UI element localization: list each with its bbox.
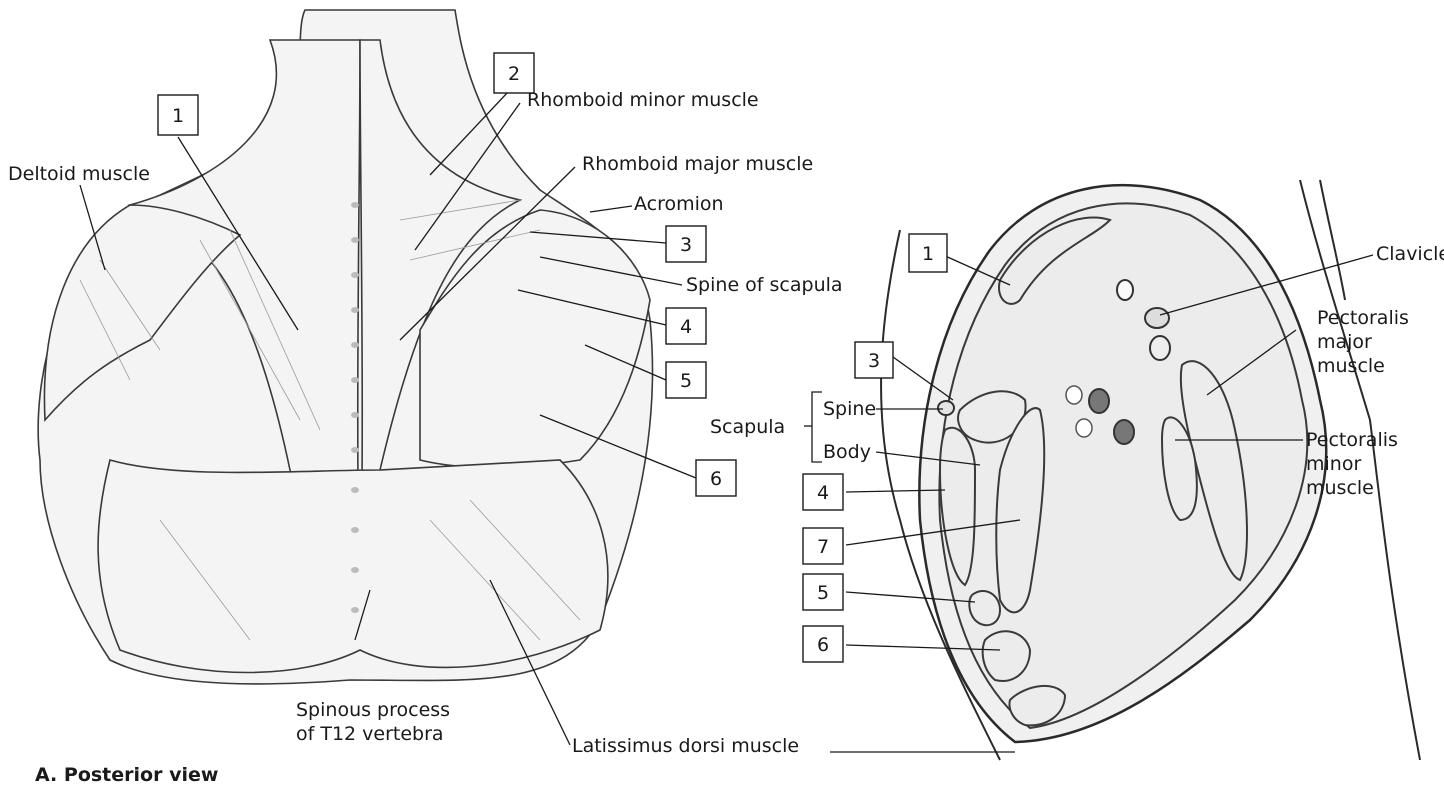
section-box-3-number: 3 — [868, 350, 880, 372]
posterior-box-5: 5 — [666, 362, 706, 398]
section-box-6-number: 6 — [817, 634, 829, 656]
posterior-view-illustration — [38, 10, 652, 684]
section-box-6: 6 — [803, 626, 843, 662]
posterior-box-4-number: 4 — [680, 316, 692, 338]
label-deltoid-muscle: Deltoid muscle — [8, 163, 150, 185]
section-vessel-2 — [1114, 420, 1134, 444]
posterior-box-3: 3 — [666, 226, 706, 262]
section-box-1: 1 — [909, 234, 947, 272]
section-box-1-number: 1 — [922, 243, 934, 265]
posterior-box-4: 4 — [666, 308, 706, 344]
label-spinous-process-line2: of T12 vertebra — [296, 723, 444, 745]
label-pectoralis-minor-line2: minor — [1306, 453, 1361, 475]
section-box-7: 7 — [803, 528, 843, 564]
label-spine: Spine — [823, 398, 876, 420]
label-body: Body — [823, 441, 871, 463]
posterior-box-2-number: 2 — [508, 63, 520, 85]
posterior-box-6: 6 — [696, 460, 736, 496]
posterior-box-1-number: 1 — [172, 105, 184, 127]
caption-posterior-view: A. Posterior view — [35, 764, 218, 786]
section-box-4: 4 — [803, 474, 843, 510]
section-clavicle — [1145, 308, 1169, 328]
label-pectoralis-minor-line3: muscle — [1306, 477, 1374, 499]
label-pectoralis-minor-line1: Pectoralis — [1306, 429, 1398, 451]
label-spinous-process-line1: Spinous process — [296, 699, 450, 721]
section-box-7-number: 7 — [817, 536, 829, 558]
label-pectoralis-major-line1: Pectoralis — [1317, 307, 1409, 329]
section-vessel-1 — [1089, 389, 1109, 413]
label-pectoralis-major-line2: major — [1317, 331, 1372, 353]
label-rhomboid-minor: Rhomboid minor muscle — [527, 89, 759, 111]
label-scapula: Scapula — [710, 416, 785, 438]
posterior-box-3-number: 3 — [680, 234, 692, 256]
section-box-5: 5 — [803, 574, 843, 610]
label-clavicle: Clavicle — [1376, 243, 1444, 265]
posterior-box-6-number: 6 — [710, 468, 722, 490]
section-scapular-spine — [938, 401, 954, 415]
section-teres-minor — [969, 591, 1000, 625]
section-box-4-number: 4 — [817, 482, 829, 504]
label-acromion: Acromion — [634, 193, 724, 215]
label-pectoralis-major-line3: muscle — [1317, 355, 1385, 377]
posterior-box-2: 2 — [494, 53, 534, 93]
section-box-5-number: 5 — [817, 582, 829, 604]
posterior-box-5-number: 5 — [680, 370, 692, 392]
posterior-box-1: 1 — [158, 95, 198, 135]
label-spine-of-scapula: Spine of scapula — [686, 274, 843, 296]
label-rhomboid-major: Rhomboid major muscle — [582, 153, 813, 175]
section-box-3: 3 — [855, 342, 893, 378]
label-latissimus-dorsi: Latissimus dorsi muscle — [572, 735, 799, 757]
